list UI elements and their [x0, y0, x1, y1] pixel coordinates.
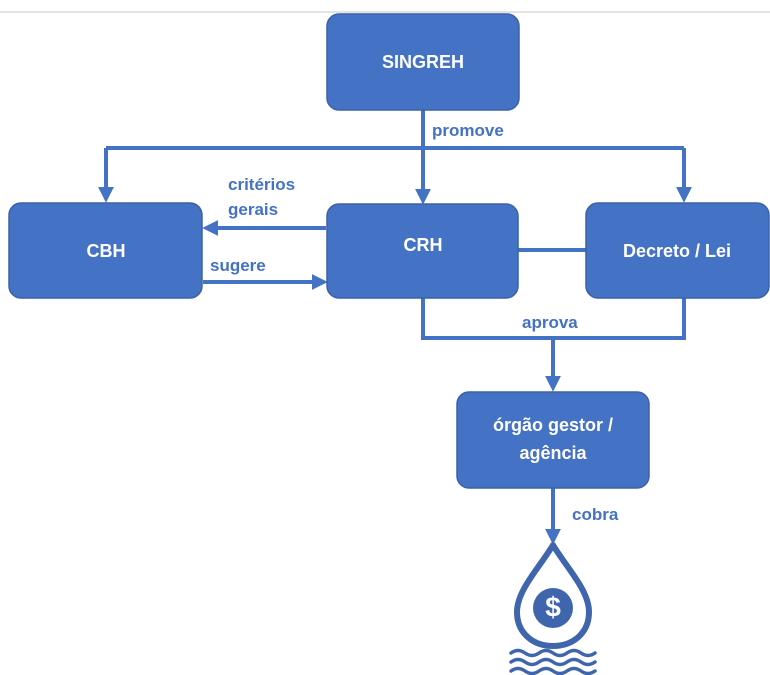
- label-criterios-line1: critérios: [228, 175, 295, 194]
- connectors: [98, 110, 692, 545]
- label-aprova: aprova: [522, 313, 578, 332]
- water-waves-icon: [509, 648, 597, 675]
- node-orgao-gestor: órgão gestor / agência: [456, 391, 650, 489]
- label-criterios-line2: gerais: [228, 200, 278, 219]
- node-orgao-gestor-label-line2: agência: [519, 443, 587, 463]
- node-crh-label: CRH: [404, 235, 443, 255]
- label-promove: promove: [432, 121, 504, 140]
- node-cbh: CBH: [8, 202, 203, 299]
- water-drop-dollar-icon: $: [514, 542, 592, 649]
- svg-text:$: $: [545, 591, 561, 622]
- node-singreh: SINGREH: [326, 13, 520, 111]
- node-decreto-lei: Decreto / Lei: [585, 202, 770, 299]
- label-sugere: sugere: [210, 256, 266, 275]
- node-crh: CRH: [326, 203, 519, 299]
- node-singreh-label: SINGREH: [382, 52, 464, 72]
- node-orgao-gestor-label-line1: órgão gestor /: [493, 415, 613, 435]
- label-cobra: cobra: [572, 505, 619, 524]
- node-cbh-label: CBH: [87, 241, 126, 261]
- top-divider: [0, 11, 770, 13]
- node-decreto-lei-label: Decreto / Lei: [623, 241, 731, 261]
